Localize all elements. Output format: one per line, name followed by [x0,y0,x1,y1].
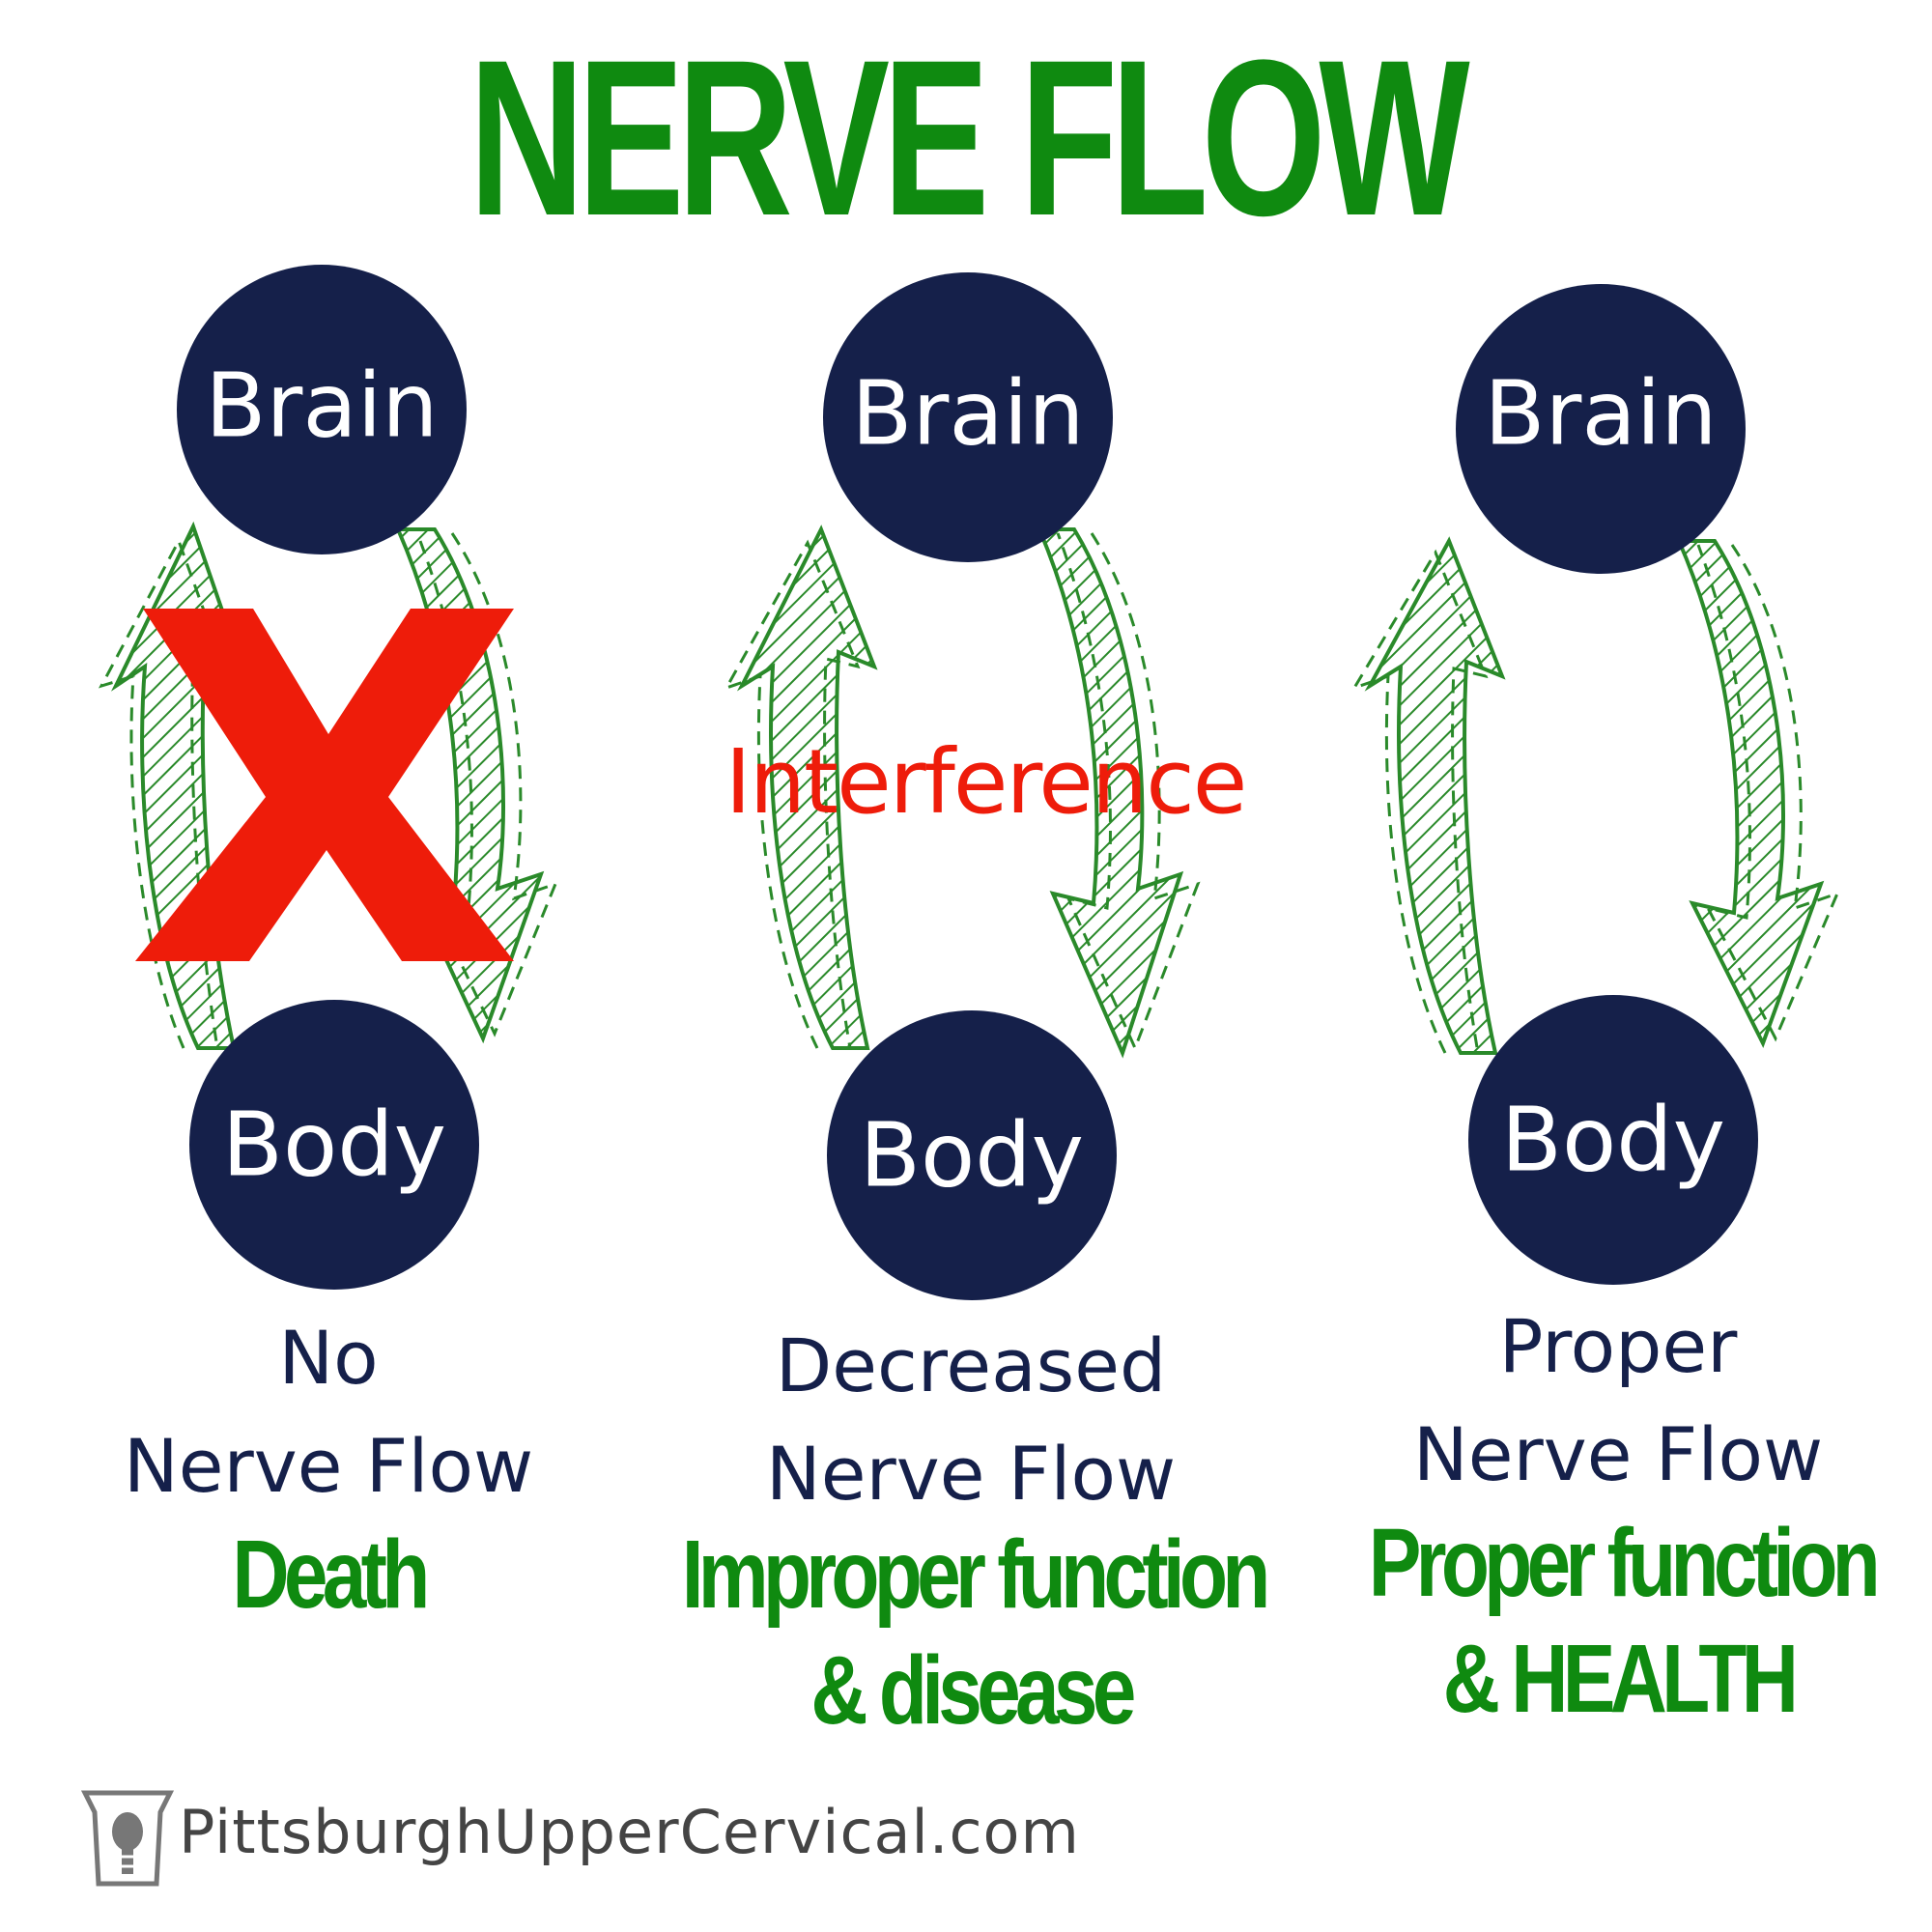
brain-label: Brain [1484,362,1717,466]
arrow-down-col1 [394,527,558,1044]
caption-line: Nerve Flow [123,1423,534,1509]
caption-col1: No Nerve Flow [58,1304,599,1520]
arrow-up-col1 [98,521,245,1050]
brain-label: Brain [851,362,1084,466]
arrow-up-col3 [1350,536,1506,1055]
caption-line: Proper [1498,1303,1738,1389]
outcome-line: Proper function [1368,1509,1881,1617]
caption-line: Nerve Flow [1412,1411,1824,1497]
outcome-col1: Death [170,1517,487,1633]
interference-label: Interference [724,730,1248,834]
brain-label: Brain [205,355,438,458]
brain-node-col3: Brain [1456,284,1746,574]
body-label: Body [860,1104,1084,1208]
outcome-line: & HEALTH [1442,1625,1799,1733]
arrow-down-col3 [1675,539,1840,1049]
brain-node-col2: Brain [823,272,1113,562]
outcome-line: Death [232,1520,430,1629]
caption-col2: Decreased Nerve Flow [700,1312,1241,1528]
caption-line: Decreased [775,1322,1167,1408]
body-node-col3: Body [1468,995,1758,1285]
red-x-icon [135,609,514,961]
website-link[interactable]: PittsburghUpperCervical.com [179,1797,1080,1867]
keystone-spine-logo-icon [80,1790,175,1887]
caption-line: No [278,1315,379,1401]
outcome-col3: Proper function & HEALTH [1368,1505,1881,1737]
body-node-col1: Body [189,1000,479,1290]
caption-col3: Proper Nerve Flow [1348,1293,1889,1509]
body-label: Body [222,1094,446,1197]
caption-line: Nerve Flow [765,1431,1177,1517]
page-title: NERVE FLOW [469,14,1470,262]
arrow-down-col2 [1036,527,1201,1059]
outcome-line: Improper function [681,1520,1271,1629]
outcome-col2: Improper function & disease [681,1517,1271,1748]
outcome-line: & disease [810,1636,1136,1745]
body-node-col2: Body [827,1010,1117,1300]
brain-node-col1: Brain [177,265,467,554]
arrow-up-col2 [723,525,878,1050]
body-label: Body [1501,1089,1725,1192]
